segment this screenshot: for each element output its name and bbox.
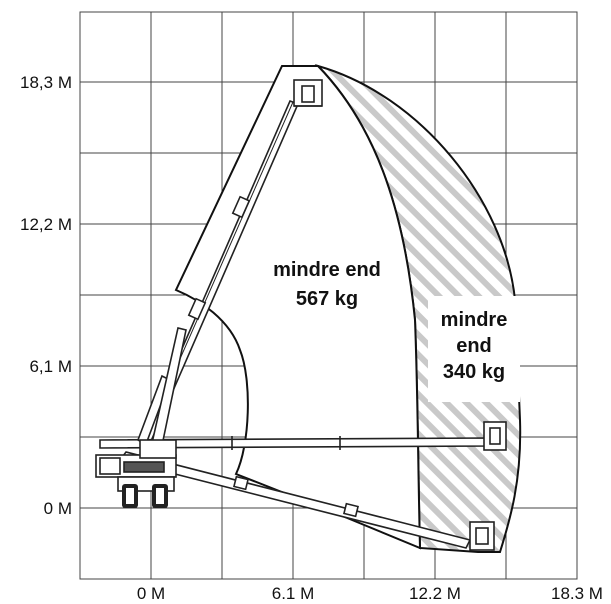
outer-zone-label-line2: end: [456, 335, 492, 357]
y-axis-label-0: 0 M: [44, 499, 72, 518]
outer-zone-label-line1: mindre: [441, 309, 508, 331]
platform-basket-mid: [483, 421, 507, 451]
x-axis-label-12-2: 12.2 M: [409, 584, 461, 603]
y-axis-label-12-2: 12,2 M: [20, 215, 72, 234]
riser-arm: [136, 327, 187, 457]
platform-basket-top: [293, 79, 323, 107]
y-axis-label-6-1: 6,1 M: [29, 357, 72, 376]
outer-zone-label-box: [428, 296, 520, 402]
platform-basket-low: [469, 521, 495, 551]
x-axis-label-0: 0 M: [137, 584, 165, 603]
y-axis-label-18-3: 18,3 M: [20, 73, 72, 92]
machine-chassis: [95, 439, 177, 492]
x-axis-label-18-3: 18.3 M: [551, 584, 603, 603]
main-zone-label-line1: mindre end: [273, 259, 381, 281]
outer-zone-label-line3: 340 kg: [443, 361, 505, 383]
x-axis-label-6-1: 6.1 M: [272, 584, 315, 603]
main-zone-label-line2: 567 kg: [296, 288, 358, 310]
main-envelope: [174, 65, 422, 550]
wheels: [122, 484, 168, 508]
